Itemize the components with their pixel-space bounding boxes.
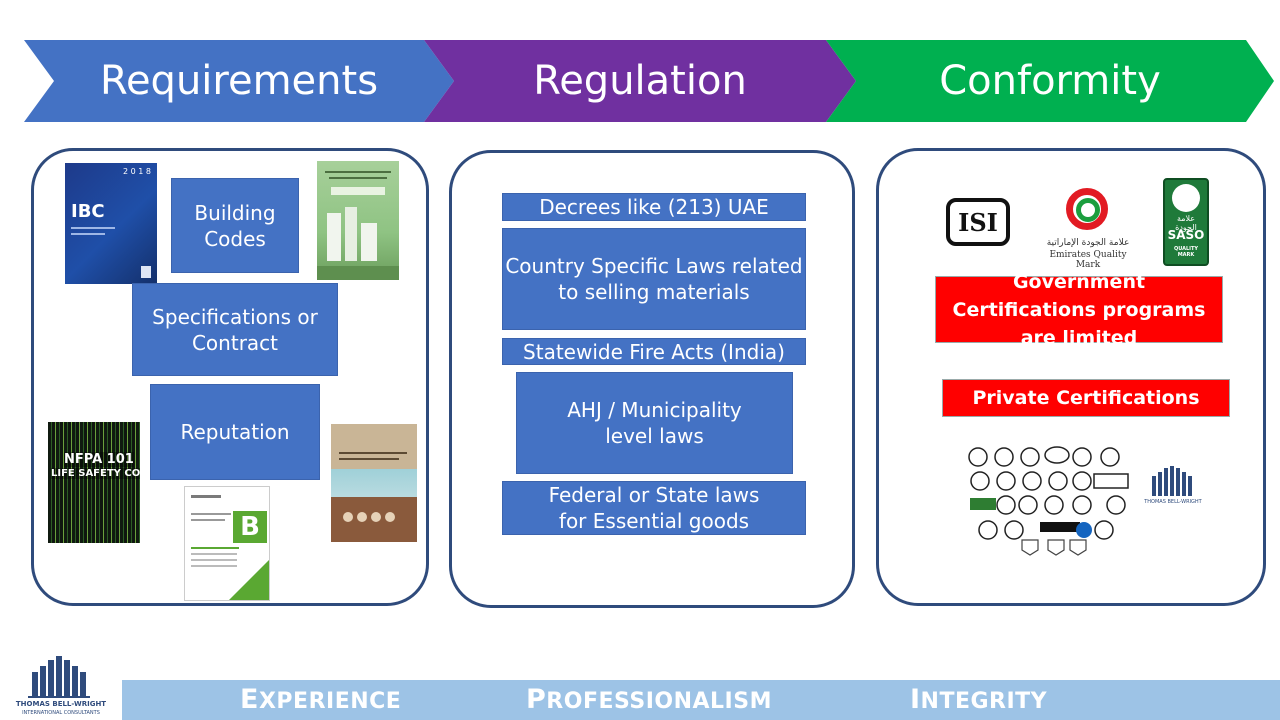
building-codes-label: Building Codes bbox=[194, 200, 276, 251]
company-logo-name: THOMAS BELL-WRIGHT bbox=[15, 700, 107, 708]
government-certifications-box: Government Certifications programs are l… bbox=[935, 271, 1223, 349]
private-certifications-label: Private Certifications bbox=[972, 387, 1200, 409]
federal-state-laws-box: Federal or State laws for Essential good… bbox=[502, 481, 806, 535]
motto-experience-rest: XPERIENCE bbox=[258, 689, 402, 714]
private-certification-marks-cluster bbox=[968, 446, 1129, 556]
specifications-or-contract-label: Specifications or Contract bbox=[152, 304, 318, 355]
saso-arabic-text: علامة الجودة bbox=[1175, 214, 1197, 232]
approved-document-letter: B bbox=[233, 511, 267, 543]
company-logo-tagline: INTERNATIONAL CONSULTANTS bbox=[22, 710, 100, 716]
country-specific-laws-box: Country Specific Laws related to selling… bbox=[502, 228, 806, 330]
ahj-municipality-label: AHJ / Municipality level laws bbox=[567, 398, 742, 448]
nfpa-title: NFPA 101 bbox=[64, 452, 134, 467]
motto-professionalism: PROFESSIONALISM bbox=[526, 684, 772, 715]
nfpa-101-book-image: NFPA 101 LIFE SAFETY CODE bbox=[48, 422, 140, 543]
decrees-box: Decrees like (213) UAE bbox=[502, 193, 806, 221]
specifications-or-contract-box: Specifications or Contract bbox=[132, 283, 338, 376]
motto-experience-cap: E bbox=[240, 684, 259, 715]
thomas-bell-wright-mini-logo: THOMAS BELL-WRIGHT bbox=[1144, 466, 1202, 510]
emirates-arabic-text: علامة الجودة الإماراتية bbox=[1046, 238, 1130, 248]
saso-quality-mark-logo: علامة الجودة SASO QUALITY MARK bbox=[1163, 178, 1209, 266]
ibc-code-book-image: 2 0 1 8 IBC bbox=[65, 163, 157, 284]
step-regulation-label: Regulation bbox=[533, 58, 747, 104]
approved-document-b-image: B bbox=[184, 486, 270, 601]
statewide-fire-acts-box: Statewide Fire Acts (India) bbox=[502, 338, 806, 365]
country-specific-laws-label: Country Specific Laws related to selling… bbox=[505, 254, 803, 304]
government-certifications-label: Government Certifications programs are l… bbox=[952, 270, 1206, 349]
step-conformity-label: Conformity bbox=[939, 58, 1161, 104]
isi-mark-logo: ISI bbox=[946, 198, 1010, 246]
emirates-quality-mark-logo: علامة الجودة الإماراتية Emirates Quality… bbox=[1036, 186, 1140, 270]
reputation-label: Reputation bbox=[180, 420, 290, 444]
building-codes-box: Building Codes bbox=[171, 178, 299, 273]
motto-integrity-rest: NTEGRITY bbox=[920, 689, 1048, 714]
federal-state-laws-label: Federal or State laws for Essential good… bbox=[548, 483, 760, 533]
statewide-fire-acts-label: Statewide Fire Acts (India) bbox=[523, 339, 785, 364]
step-requirements-label: Requirements bbox=[99, 58, 379, 104]
step-requirements: Requirements bbox=[24, 40, 454, 122]
footer-bar bbox=[122, 680, 1280, 720]
company-logo: THOMAS BELL-WRIGHT INTERNATIONAL CONSULT… bbox=[0, 650, 122, 720]
uae-fire-life-safety-code-image bbox=[331, 424, 417, 542]
mini-logo-caption: THOMAS BELL-WRIGHT bbox=[1144, 499, 1202, 505]
ibc-title: IBC bbox=[71, 201, 105, 222]
nfpa-subtitle: LIFE SAFETY CODE bbox=[51, 468, 140, 479]
motto-professionalism-rest: ROFESSIONALISM bbox=[546, 689, 772, 714]
emirates-quality-mark-text: Emirates Quality Mark bbox=[1049, 250, 1127, 270]
motto-experience: EXPERIENCE bbox=[240, 684, 401, 715]
ibc-year: 2 0 1 8 bbox=[123, 167, 151, 176]
saso-text: SASO bbox=[1167, 228, 1205, 242]
motto-integrity-cap: I bbox=[910, 684, 921, 715]
ahj-municipality-box: AHJ / Municipality level laws bbox=[516, 372, 793, 474]
isi-mark-text: ISI bbox=[958, 207, 998, 237]
private-certifications-box: Private Certifications bbox=[942, 379, 1230, 417]
step-regulation: Regulation bbox=[424, 40, 856, 122]
motto-integrity: INTEGRITY bbox=[910, 684, 1047, 715]
national-building-code-image bbox=[317, 161, 399, 280]
reputation-box: Reputation bbox=[150, 384, 320, 480]
decrees-label: Decrees like (213) UAE bbox=[539, 195, 769, 219]
saso-sub-text: QUALITY MARK bbox=[1173, 246, 1199, 258]
motto-professionalism-cap: P bbox=[526, 684, 547, 715]
step-conformity: Conformity bbox=[826, 40, 1274, 122]
